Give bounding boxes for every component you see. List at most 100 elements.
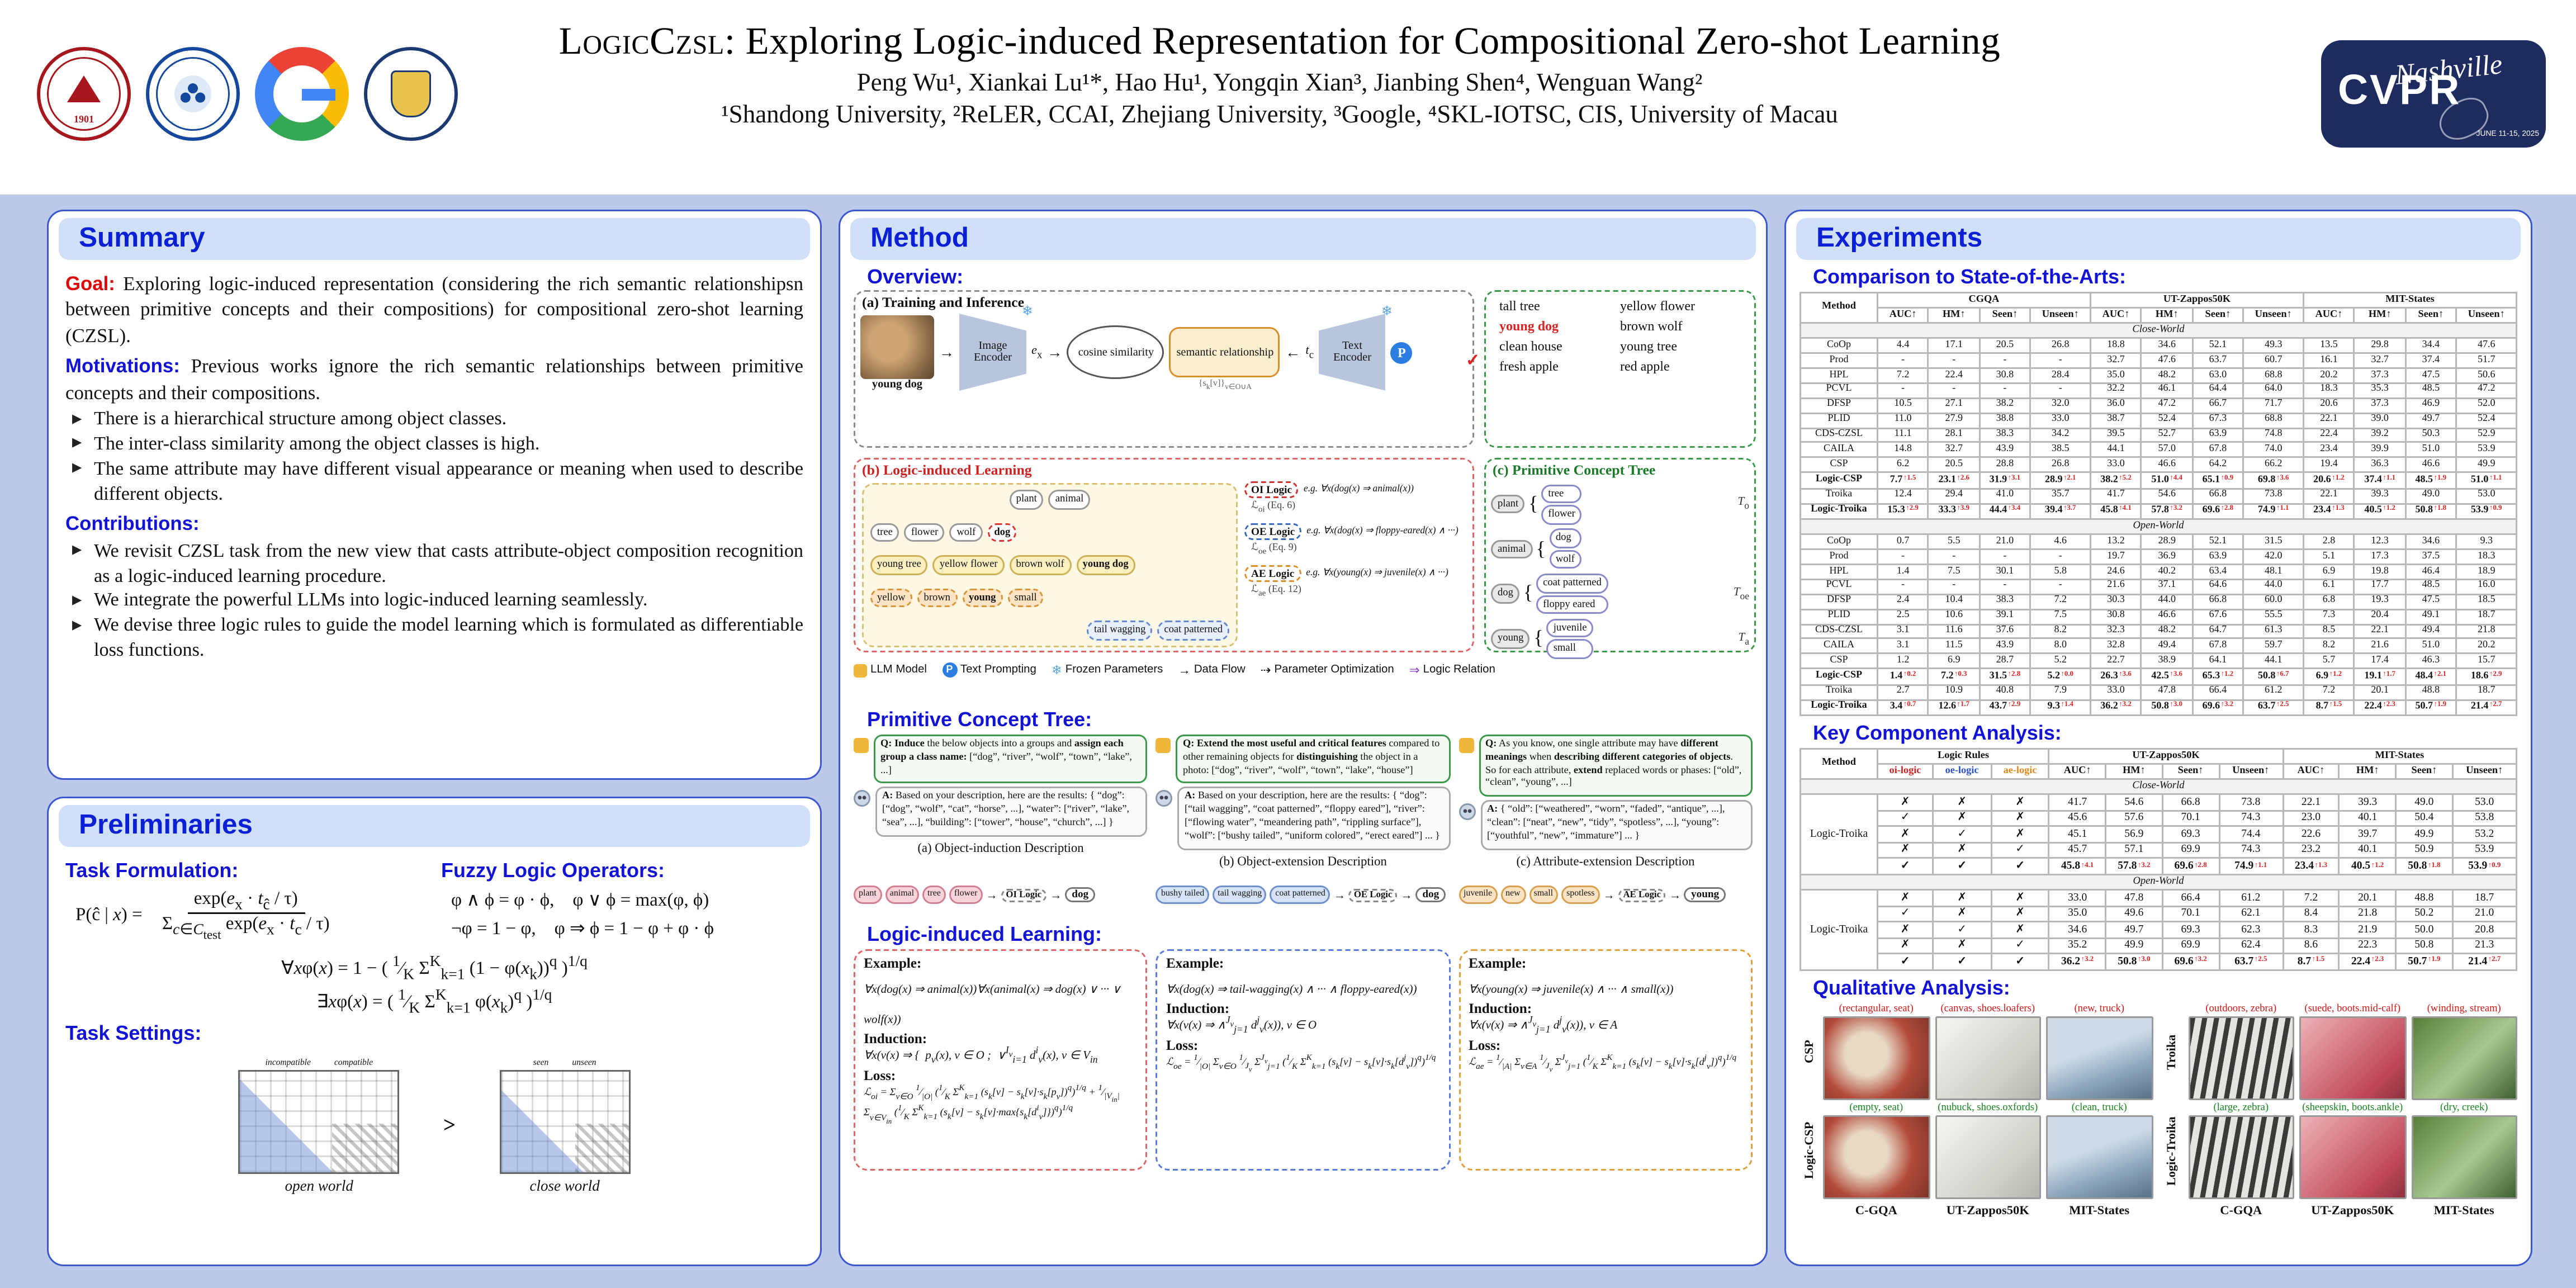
- axis-label: compatible: [334, 1058, 373, 1068]
- qualitative-image-seat: [1823, 1016, 1930, 1100]
- experiments-header: Experiments: [1796, 218, 2521, 260]
- loss-heading: Loss:: [864, 1067, 896, 1083]
- image-embedding-symbol: ex: [1031, 342, 1043, 362]
- oe-logic-box: Example: ∀x(dog(x) ⇒ tail-wagging(x) ∧ ·…: [1156, 948, 1450, 1170]
- correct-mark: ✓: [1466, 352, 1480, 371]
- prediction-caption: (nubuck, shoes.oxfords): [1938, 1101, 2038, 1114]
- llm-robot-icon: [1458, 803, 1475, 821]
- contribution-list: We revisit CZSL task from the new view t…: [72, 539, 803, 664]
- fuzzy-line-1: φ ∧ ϕ = φ · ϕ, φ ∨ ϕ = max(φ, ϕ): [451, 891, 709, 911]
- example-formula: ∀x(young(x) ⇒ juvenile(x) ∧ ··· ∧ small(…: [1468, 982, 1674, 996]
- composition-chip: brown wolf: [1009, 555, 1071, 575]
- arrow-icon: →: [986, 888, 998, 902]
- oe-loss-label: ℒoe (Eq. 9): [1251, 543, 1297, 558]
- panel-b-title: (b) Logic-induced Learning: [862, 461, 1032, 478]
- motivations-text: Previous works ignore the rich semantic …: [65, 356, 803, 404]
- induction-heading: Induction:: [864, 1030, 927, 1046]
- arrow-icon: →: [1400, 888, 1413, 902]
- composition-label: tall tree: [1499, 299, 1540, 314]
- prompt-icon: [1458, 738, 1474, 753]
- loss-heading: Loss:: [1468, 1037, 1501, 1053]
- arrow-icon: →: [939, 344, 954, 361]
- chat-caption: (a) Object-induction Description: [917, 840, 1084, 855]
- llm-model-icon: [854, 663, 867, 677]
- contributions-label: Contributions:: [65, 514, 200, 536]
- target-chip: young: [1684, 887, 1726, 903]
- arrow-icon: →: [1669, 888, 1682, 902]
- child-chip: flower: [1541, 505, 1582, 525]
- composition-label: brown wolf: [1620, 319, 1683, 334]
- affiliations: ¹Shandong University, ²ReLER, CCAI, Zhej…: [721, 102, 1838, 129]
- dataset-label: UT-Zappos50K: [2311, 1202, 2394, 1218]
- loss-formula: ℒoi = Σv∈O 1⁄|O| (1⁄K ΣKk=1 (sk[v] − sk[…: [864, 1082, 1120, 1125]
- induction-formula: ∀x(v(x) ⇒ ∧Jvj=1 djv(x)), v ∈ O: [1166, 1015, 1317, 1035]
- mini-chip: small: [1528, 886, 1559, 904]
- formula-fraction: exp(ex · tĉ / τ)Σc∈Ctest exp(ex · tc / τ…: [155, 889, 337, 943]
- task-settings-label: Task Settings:: [65, 1021, 202, 1045]
- arrow-icon: →: [1050, 888, 1062, 902]
- image-caption: young dog: [872, 378, 923, 390]
- llm-robot-icon: [854, 790, 870, 808]
- score-symbol: {sk[v]}v∈O∪A: [1198, 379, 1252, 391]
- child-chip: coat patterned: [1536, 573, 1608, 593]
- chat-object-induction: Q: Induce the below objects into a group…: [854, 735, 1148, 868]
- brace: {: [1533, 625, 1543, 649]
- shield-emblem: [391, 70, 431, 117]
- title-rest: : Exploring Logic-induced Representation…: [724, 20, 2001, 62]
- overview-diagram: (a) Training and Inference young dog → I…: [854, 290, 1756, 703]
- fraction-denominator: Σc∈Ctest exp(ex · tc / τ): [162, 914, 330, 943]
- mini-chip: tree: [922, 886, 946, 904]
- logo-row: 1901: [37, 47, 458, 141]
- composition-label: yellow flower: [1620, 299, 1695, 314]
- composition-label: clean house: [1499, 339, 1562, 354]
- arrow-icon: ←: [1285, 344, 1301, 361]
- semantic-relationship-node: semantic relationship: [1169, 327, 1281, 377]
- world-divider-row: Close-World: [1800, 321, 2517, 339]
- fuzzy-operators-block: Fuzzy Logic Operators: φ ∧ ϕ = φ · ϕ, φ …: [441, 854, 803, 950]
- composition-label: young tree: [1620, 339, 1677, 354]
- frozen-parameters-icon: ❄: [1051, 662, 1062, 678]
- llm-robot-icon: [1156, 790, 1173, 808]
- target-chip: dog: [1065, 887, 1096, 903]
- preliminaries-body: Task Formulation: P(ĉ | x) = exp(ex · tĉ…: [49, 850, 820, 1201]
- concept-chip: wolf: [950, 522, 983, 542]
- example-formula: ∀x(dog(x) ⇒ animal(x)): [864, 982, 977, 996]
- greater-than-symbol: >: [443, 1112, 456, 1138]
- qualitative-label: Qualitative Analysis:: [1813, 976, 2010, 1000]
- attribute-chip: yellow: [870, 588, 912, 608]
- world-divider-row: Close-World: [1800, 778, 2517, 795]
- poster-header: 1901 LogicCzsl: Exploring Logic-induced …: [0, 0, 2576, 195]
- tree-tag: Ta: [1738, 629, 1750, 647]
- young-dog-image: [860, 314, 934, 378]
- motivation-list: There is a hierarchical structure among …: [72, 408, 803, 507]
- goal-text: Exploring logic-induced representation (…: [65, 273, 803, 347]
- oe-logic-node: OE Logic: [1244, 523, 1302, 541]
- motivations-paragraph: Motivations: Previous works ignore the r…: [65, 354, 803, 406]
- child-chip: juvenile: [1546, 618, 1594, 638]
- contribution-item: We integrate the powerful LLMs into logi…: [72, 589, 803, 614]
- prediction-caption: (empty, seat): [1849, 1101, 1903, 1114]
- qualitative-image-seat: [1823, 1115, 1930, 1199]
- mountain-emblem: [67, 76, 101, 103]
- title-logic: Logic: [558, 20, 650, 62]
- loss-formula: ℒoe = 1⁄|O| Σv∈O 1⁄Jv ΣJvj=1 (1⁄K ΣKk=1 …: [1166, 1052, 1436, 1073]
